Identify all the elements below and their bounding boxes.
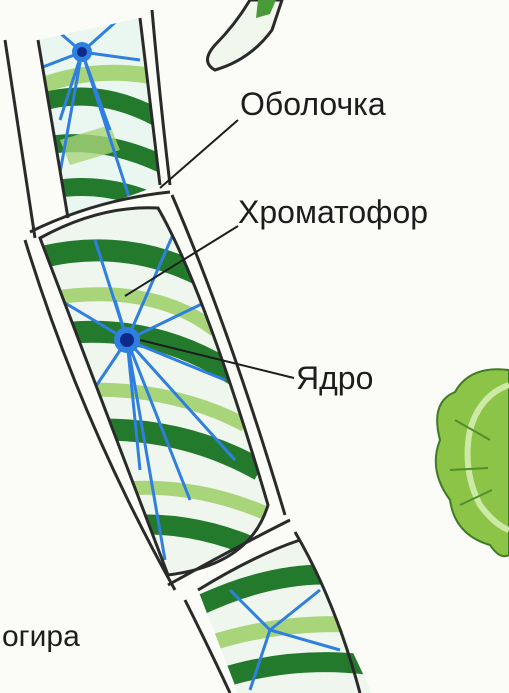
neighbor-filament-fragment	[208, 0, 283, 70]
leader-line-cell-wall	[160, 120, 238, 188]
neighbor-colony	[436, 369, 509, 556]
figure-caption-fragment: огира	[2, 622, 80, 652]
label-cell-wall: Оболочка	[240, 88, 386, 120]
label-chromatophore: Хроматофор	[238, 196, 428, 228]
nucleus	[114, 327, 140, 353]
label-nucleus: Ядро	[296, 362, 373, 394]
